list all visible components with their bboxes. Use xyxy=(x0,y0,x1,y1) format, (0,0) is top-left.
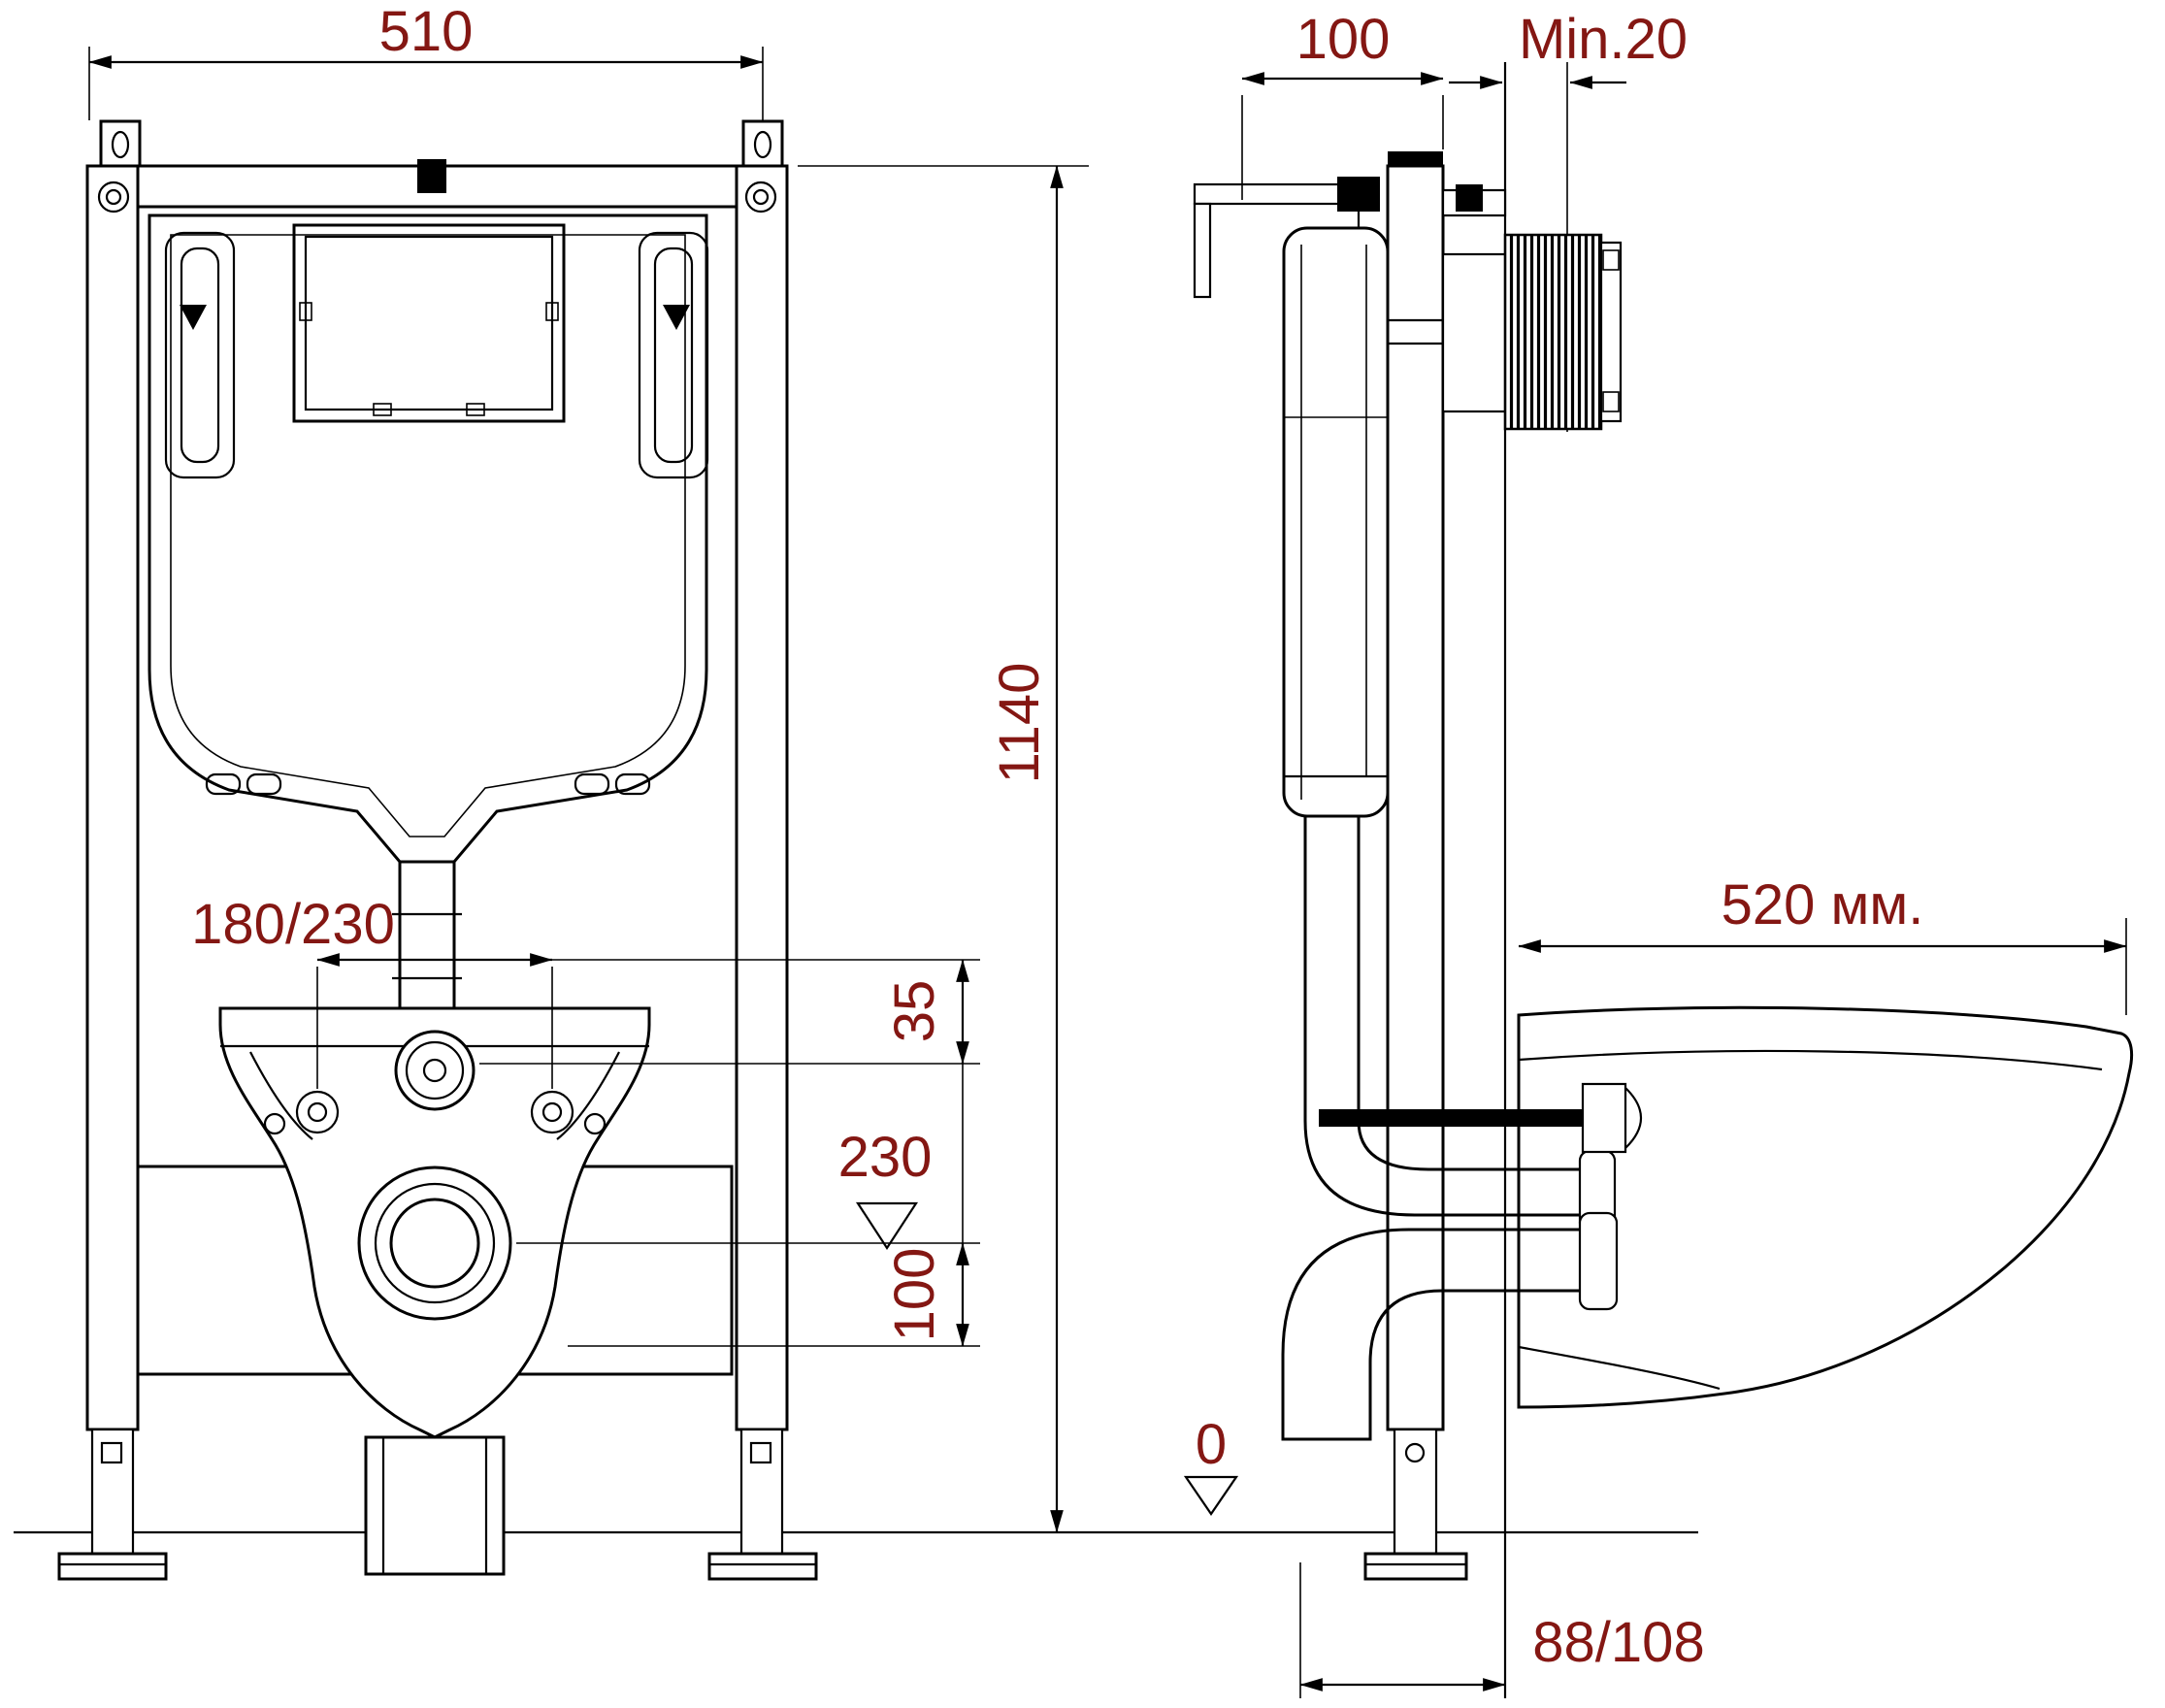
dim-510-label: 510 xyxy=(379,0,474,63)
actuator-sleeve xyxy=(1441,252,1507,413)
corner-bolt-left xyxy=(97,181,130,214)
level-marker-230-icon xyxy=(855,1201,919,1251)
fixing-hole-left xyxy=(263,1090,340,1135)
flush-plate-hatch xyxy=(1503,233,1603,431)
flush-funnel xyxy=(392,862,462,1009)
shutoff-valve xyxy=(1337,177,1380,212)
leg-right xyxy=(707,1428,818,1581)
level-230: 230 xyxy=(838,1126,933,1251)
supply-pipe xyxy=(1193,177,1380,299)
dim-510: 510 xyxy=(88,0,764,120)
strap-right xyxy=(638,231,709,479)
cistern-side xyxy=(1282,226,1390,818)
dim-100-side: 100 xyxy=(1241,8,1444,200)
foot-plate-right xyxy=(707,1552,818,1581)
dim-88-108-label: 88/108 xyxy=(1532,1611,1704,1674)
frame-right-rail xyxy=(735,164,789,1431)
level-zero: 0 xyxy=(1183,1413,1239,1516)
dim-180-230-label: 180/230 xyxy=(191,893,395,956)
dim-520: 520 мм. xyxy=(1518,873,2127,1015)
dim-100-side-label: 100 xyxy=(1296,8,1391,71)
foot-plate-side xyxy=(1363,1552,1468,1581)
dim-35-label: 35 xyxy=(883,980,946,1043)
frame-left-rail xyxy=(85,164,140,1431)
fixing-hole-right xyxy=(530,1090,607,1135)
fixing-stud xyxy=(1319,1082,1642,1154)
drain-opening xyxy=(357,1166,512,1321)
cistern xyxy=(148,214,709,864)
level-marker-zero-icon xyxy=(1183,1475,1239,1516)
flush-actuator xyxy=(1388,233,1623,431)
dim-35: 35 xyxy=(479,959,980,1065)
level-230-label: 230 xyxy=(838,1126,933,1189)
water-inlet xyxy=(394,1030,476,1111)
dim-520-label: 520 мм. xyxy=(1722,873,1924,936)
dim-100-front-label: 100 xyxy=(883,1248,946,1342)
level-zero-label: 0 xyxy=(1196,1413,1227,1476)
strap-left xyxy=(164,231,236,479)
dim-min-20: Min.20 xyxy=(1449,8,1688,89)
drain-connector-bell xyxy=(1578,1211,1619,1311)
wall-bracket-top xyxy=(1441,184,1507,217)
stud-nut xyxy=(1581,1082,1627,1154)
top-anchor-mark xyxy=(417,159,446,193)
access-window xyxy=(292,223,566,423)
leg-left xyxy=(57,1428,168,1581)
foot-plate-left xyxy=(57,1552,168,1581)
mounting-bracket xyxy=(218,1006,651,1439)
flush-bend xyxy=(1303,816,1580,1217)
dim-1140: 1140 xyxy=(798,165,1089,1533)
fill-mark-right-icon xyxy=(663,305,690,330)
dim-180-230: 180/230 xyxy=(191,893,980,1089)
dim-min-20-label: Min.20 xyxy=(1519,8,1688,71)
dim-1140-label: 1140 xyxy=(988,663,1051,784)
flush-plate xyxy=(1599,241,1623,423)
fill-mark-left-icon xyxy=(180,305,207,330)
outlet-pipe xyxy=(364,1435,506,1576)
front-view: 510 1140 180/230 35 230 xyxy=(57,0,1089,1581)
corner-bolt-right xyxy=(744,181,777,214)
dim-88-108: 88/108 xyxy=(1299,1562,1705,1698)
leg-side xyxy=(1363,1428,1468,1581)
side-view: 100 Min.20 520 мм. 0 88/108 xyxy=(1183,8,2134,1698)
dim-100-front: 100 xyxy=(516,1064,980,1347)
drain-bend xyxy=(1281,1228,1580,1441)
toilet-bowl xyxy=(1517,1005,2134,1409)
